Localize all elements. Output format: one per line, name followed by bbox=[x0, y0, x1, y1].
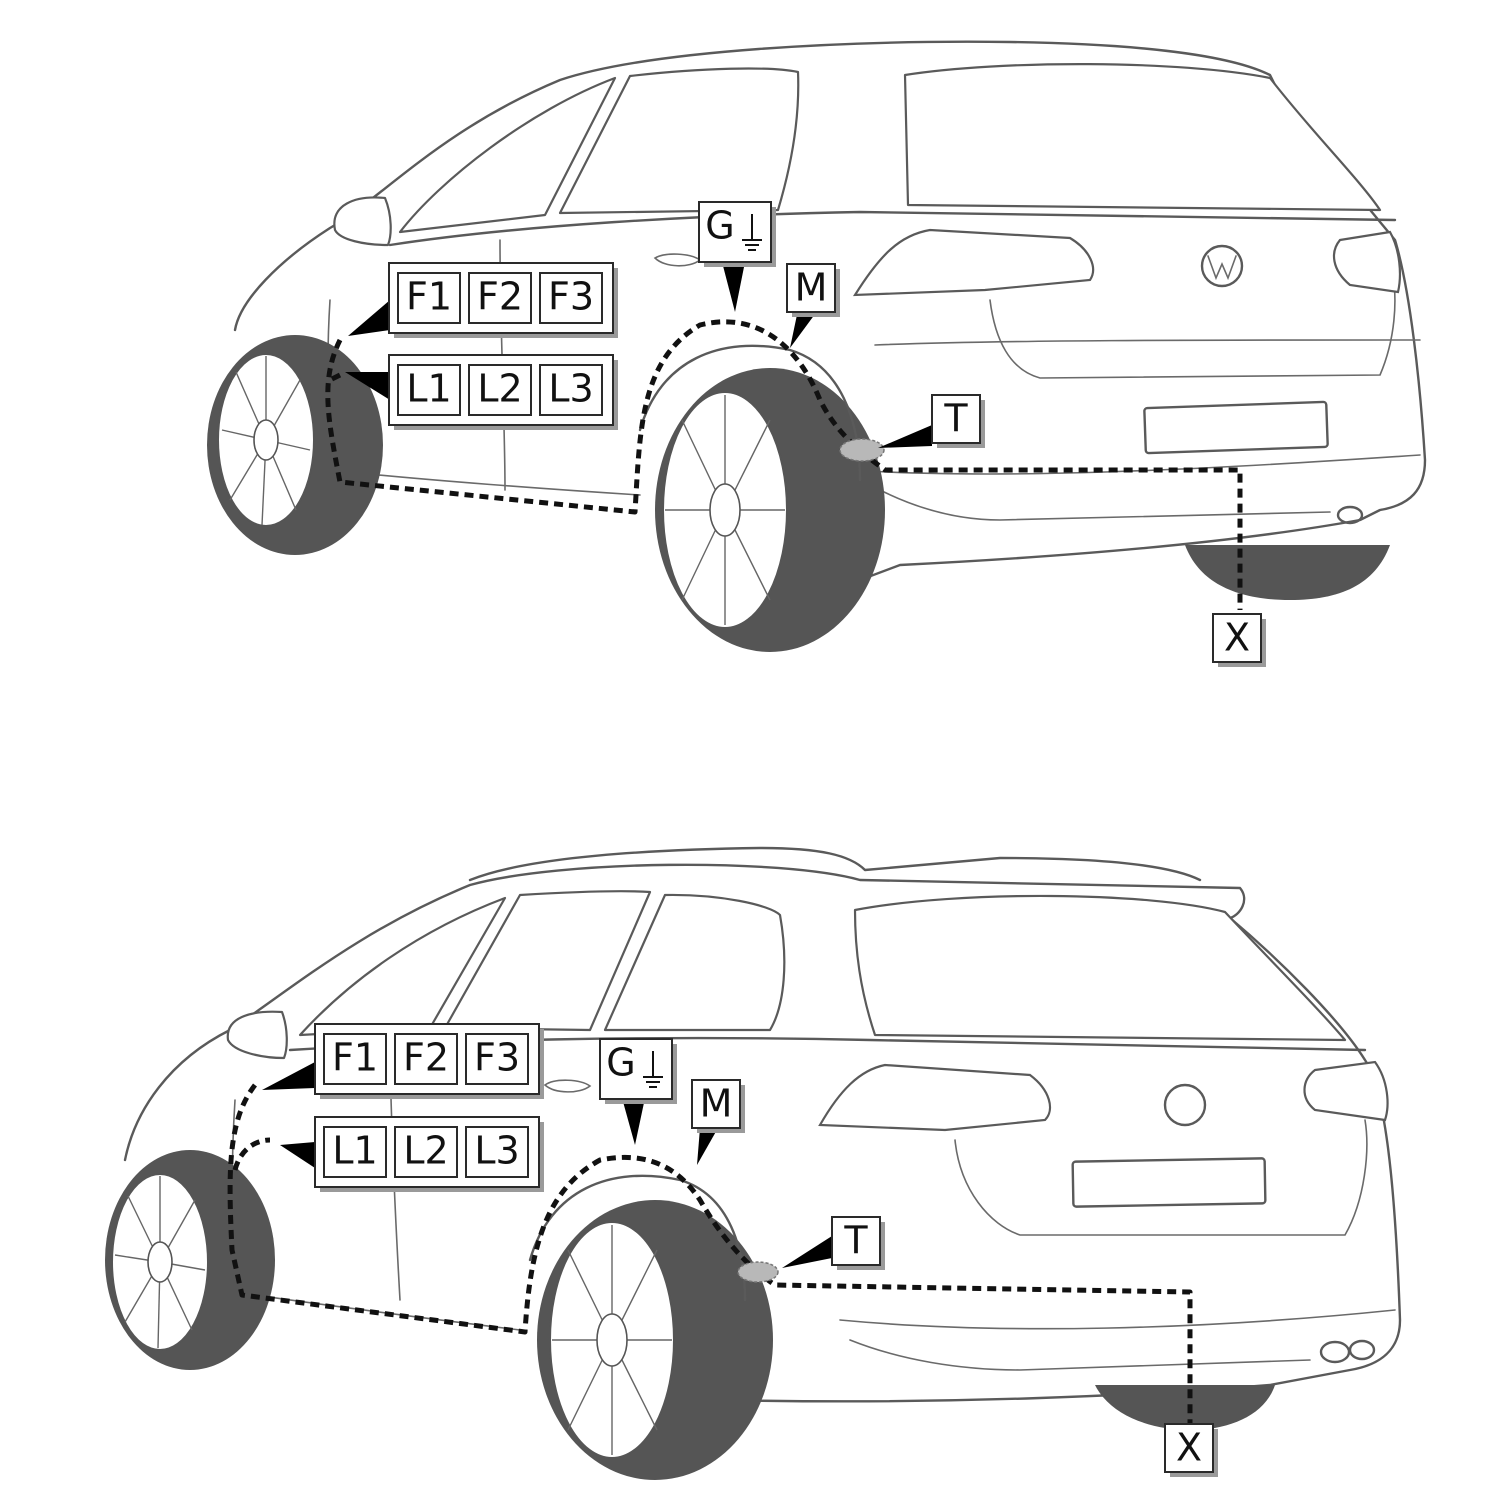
hatchback-exhaust bbox=[1336, 505, 1364, 525]
hatchback-label-t: T bbox=[943, 397, 968, 441]
estate-x-label: X bbox=[1164, 1423, 1218, 1477]
estate-exhaust-left bbox=[1319, 1340, 1351, 1364]
estate-f-label-group: F1 F2 F3 bbox=[314, 1023, 544, 1099]
hatchback-rear-wheel-arch bbox=[638, 344, 862, 482]
hatchback-license-plate bbox=[1143, 400, 1329, 455]
hatchback-rear-wheel bbox=[655, 368, 885, 652]
g-pointer-bottom bbox=[622, 1098, 645, 1145]
t-pointer-top bbox=[878, 425, 932, 448]
estate-left-tail-lamp bbox=[818, 1063, 1052, 1132]
hatchback-l-label-group: L1 L2 L3 bbox=[388, 354, 618, 430]
hatchback-illustration bbox=[207, 40, 1427, 652]
estate-tailgate-line bbox=[954, 1119, 1368, 1236]
hatchback-label-l2: L2 bbox=[477, 367, 522, 411]
hatchback-cable-route bbox=[325, 319, 1243, 610]
estate-m-label: M bbox=[691, 1079, 745, 1133]
estate-label-l3: L3 bbox=[474, 1129, 519, 1173]
estate-label-m: M bbox=[700, 1082, 733, 1126]
estate-right-tail-lamp bbox=[1303, 1060, 1389, 1122]
hatchback-door-handle bbox=[653, 253, 702, 267]
f-pointer-bottom bbox=[262, 1062, 315, 1090]
ground-symbol-icon bbox=[643, 1051, 663, 1088]
estate-bumper-line bbox=[839, 1309, 1396, 1371]
l-pointer-bottom bbox=[280, 1142, 315, 1168]
estate-label-f3: F3 bbox=[474, 1036, 520, 1080]
hatchback-m-label: M bbox=[786, 263, 840, 317]
estate-logo-icon bbox=[1163, 1083, 1207, 1127]
estate-rear-window bbox=[853, 894, 1347, 1042]
estate-right-rear-tyre bbox=[1095, 1385, 1275, 1430]
hatchback-label-f1: F1 bbox=[406, 275, 452, 319]
estate-front-window bbox=[298, 896, 507, 1037]
estate-side-mirror bbox=[226, 1010, 288, 1060]
hatchback-label-m: M bbox=[795, 266, 828, 310]
estate-rear-wheel bbox=[537, 1200, 773, 1480]
estate-label-x: X bbox=[1176, 1426, 1202, 1470]
estate-t-connection-point bbox=[737, 1261, 779, 1283]
estate-label-f1: F1 bbox=[332, 1036, 378, 1080]
estate-cable-branch bbox=[232, 1137, 271, 1171]
hatchback-bumper-line bbox=[849, 339, 1421, 521]
hatchback-cable-branch bbox=[328, 372, 342, 383]
estate-g-label: G bbox=[599, 1038, 677, 1104]
m-pointer-top bbox=[790, 310, 818, 348]
hatchback-label-f2: F2 bbox=[477, 275, 523, 319]
estate-label-l2: L2 bbox=[403, 1129, 448, 1173]
estate-label-f2: F2 bbox=[403, 1036, 449, 1080]
hatchback-front-wheel bbox=[207, 335, 383, 555]
hatchback-rear-side-window bbox=[558, 67, 800, 215]
estate-door-handle bbox=[543, 1079, 592, 1093]
hatchback-side-mirror bbox=[333, 196, 392, 247]
f-pointer-top bbox=[348, 300, 390, 336]
hatchback-tailgate-line bbox=[989, 269, 1396, 379]
hatchback-right-tail-lamp bbox=[1332, 230, 1401, 294]
estate-l-label-group: L1 L2 L3 bbox=[314, 1116, 544, 1192]
estate-illustration bbox=[105, 846, 1402, 1480]
estate-label-g: G bbox=[606, 1041, 635, 1085]
hatchback-label-g: G bbox=[705, 204, 734, 248]
hatchback-label-x: X bbox=[1224, 616, 1250, 660]
hatchback-rear-window bbox=[903, 63, 1382, 212]
m-pointer-bottom bbox=[697, 1128, 718, 1165]
hatchback-g-label: G bbox=[698, 201, 776, 267]
t-pointer-bottom bbox=[782, 1236, 832, 1268]
hatchback-t-label: T bbox=[931, 394, 985, 448]
hatchback-label-l3: L3 bbox=[548, 367, 593, 411]
hatchback-label-l1: L1 bbox=[406, 367, 451, 411]
estate-license-plate bbox=[1071, 1157, 1267, 1208]
estate-t-label: T bbox=[831, 1216, 885, 1270]
vw-logo-mark bbox=[1207, 255, 1237, 281]
hatchback-f-label-group: F1 F2 F3 bbox=[388, 262, 618, 338]
hatchback-x-label: X bbox=[1212, 613, 1266, 667]
estate-front-wheel bbox=[105, 1150, 275, 1370]
hatchback-label-f3: F3 bbox=[548, 275, 594, 319]
hatchback-left-tail-lamp bbox=[852, 228, 1095, 297]
hatchback-t-connection-point bbox=[839, 438, 885, 462]
estate-roof-rail bbox=[468, 846, 1202, 882]
hatchback-right-rear-tyre bbox=[1185, 545, 1390, 600]
l-pointer-top bbox=[345, 372, 390, 400]
ground-symbol-icon bbox=[742, 214, 762, 251]
hatchback-shoulder-line bbox=[388, 210, 1397, 247]
estate-rear-side-window bbox=[603, 893, 786, 1032]
g-pointer-top bbox=[722, 262, 745, 312]
estate-label-t: T bbox=[843, 1219, 868, 1263]
hatchback-front-window bbox=[398, 76, 617, 234]
estate-middle-window bbox=[443, 890, 652, 1032]
estate-label-l1: L1 bbox=[332, 1129, 377, 1173]
estate-exhaust-right bbox=[1348, 1339, 1376, 1361]
